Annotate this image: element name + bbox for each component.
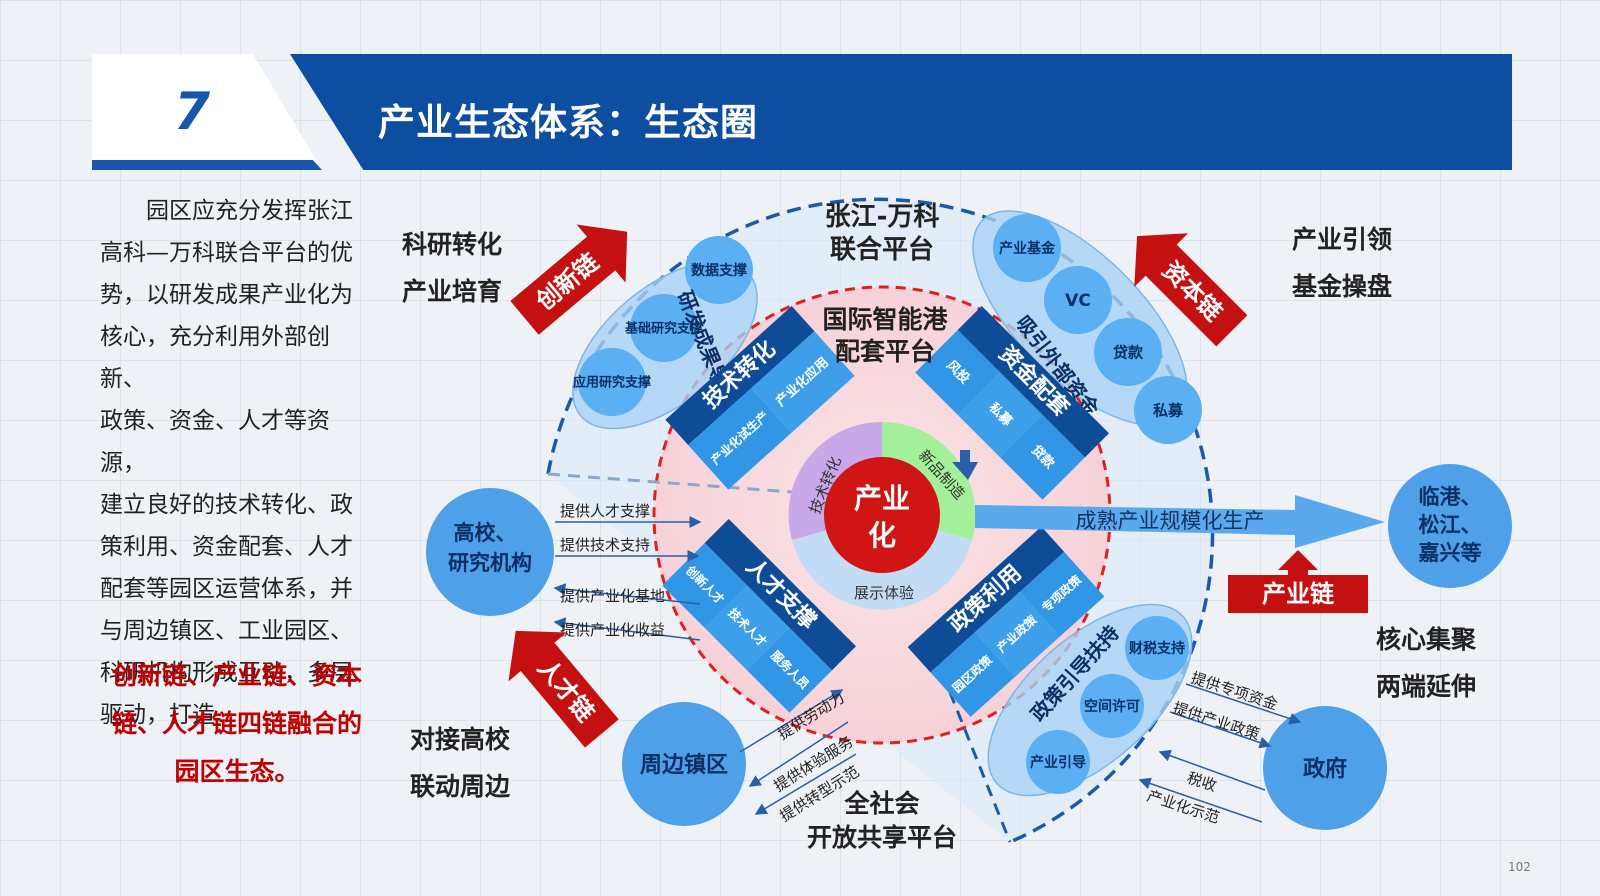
intro-line: 园区应充分发挥张江 bbox=[146, 198, 353, 224]
page-title: 产业生态体系：生态圈 bbox=[378, 101, 758, 144]
intro-line: 政策、资金、人才等资源， bbox=[100, 408, 330, 476]
entity-university bbox=[426, 488, 554, 616]
flow-arrow bbox=[1185, 683, 1302, 725]
bubble-label: 产业引导 bbox=[1030, 754, 1086, 771]
page-number: 102 bbox=[1508, 860, 1531, 874]
bubble-label: 应用研究支撑 bbox=[573, 375, 651, 391]
flow-arrow bbox=[754, 753, 857, 815]
entity-label: 临港、 bbox=[1419, 485, 1482, 509]
side-label: 科研转化 bbox=[402, 230, 502, 259]
entity-label: 政府 bbox=[1303, 756, 1347, 782]
bubble-label: 空间许可 bbox=[1084, 698, 1140, 715]
flow-label: 提供产业化收益 bbox=[560, 621, 665, 639]
core-label: 化 bbox=[868, 519, 896, 552]
entity-towns bbox=[622, 702, 746, 826]
bubble-industry-fund bbox=[993, 214, 1061, 282]
down-arrow-icon bbox=[952, 450, 978, 480]
bubble-loan bbox=[1094, 318, 1162, 386]
entity-external-parks bbox=[1388, 464, 1512, 588]
quadrant-policy: 政策利用 园区政策 产业政策 专项政策 bbox=[907, 526, 1105, 717]
entity-government bbox=[1263, 706, 1387, 830]
scale-production-arrow bbox=[975, 495, 1385, 548]
intro-line: 与周边镇区、工业园区、 bbox=[100, 618, 353, 644]
chain-industry-arrow: 产业链 bbox=[1228, 550, 1368, 613]
quadrant-talent: 人才支撑 创新人才 技术人才 服务人员 bbox=[662, 519, 856, 713]
bubble-label: 数据支撑 bbox=[691, 262, 747, 279]
entity-label: 研究机构 bbox=[448, 551, 532, 575]
section-number-stripe bbox=[92, 160, 322, 170]
entity-label: 松江、 bbox=[1419, 513, 1482, 537]
entity-label: 高校、 bbox=[454, 521, 517, 545]
core-center bbox=[824, 457, 940, 573]
intro-paragraph: 园区应充分发挥张江 高科—万科联合平台的优 势，以研发成果产业化为 核心，充分利… bbox=[100, 190, 372, 736]
flow-arrow bbox=[553, 583, 701, 605]
side-label: 两端延伸 bbox=[1376, 672, 1476, 701]
bubble-applied-research bbox=[578, 348, 646, 416]
intro-line: 核心，充分利用外部创新、 bbox=[100, 324, 330, 392]
side-label: 对接高校 bbox=[410, 725, 511, 754]
bubble-label: 私募 bbox=[1152, 402, 1184, 420]
bubble-label: 基础研究支撑 bbox=[624, 321, 703, 337]
flow-label: 税收 bbox=[1185, 769, 1219, 795]
chain-label: 产业链 bbox=[1262, 580, 1335, 608]
intro-line: 建立良好的技术转化、政 bbox=[100, 492, 353, 518]
flow-arrow bbox=[1169, 711, 1272, 749]
intro-line: 科研机构形成互动，多层 bbox=[100, 660, 353, 686]
entity-label: 周边镇区 bbox=[640, 753, 728, 778]
scale-production-label: 成熟产业规模化生产 bbox=[1076, 509, 1265, 533]
intro-line: 驱动，打造 bbox=[100, 702, 215, 728]
bubble-tax-support bbox=[1125, 616, 1189, 680]
platform-label: 联合平台 bbox=[830, 234, 934, 265]
core-segment-label: 展示体验 bbox=[854, 584, 914, 602]
highlight-line: 链、人才链四链融合的 bbox=[111, 709, 362, 738]
bubble-industry-guide bbox=[1026, 730, 1090, 794]
platform-label: 全社会 bbox=[843, 789, 919, 818]
side-label: 产业引领 bbox=[1292, 225, 1392, 254]
side-label: 核心集聚 bbox=[1376, 625, 1477, 654]
flow-label: 提供人才支撑 bbox=[560, 502, 650, 520]
bubble-private-equity bbox=[1134, 376, 1202, 444]
bubble-data-support bbox=[685, 236, 753, 304]
flow-label: 提供技术支持 bbox=[560, 536, 650, 554]
side-label: 联动周边 bbox=[410, 772, 511, 801]
intro-line: 配套等园区运营体系，并 bbox=[100, 576, 353, 602]
bubble-label: 产业基金 bbox=[999, 240, 1056, 257]
platform-label: 张江-万科 bbox=[825, 202, 940, 232]
flow-arrow bbox=[748, 721, 849, 787]
bubble-label: 财税支持 bbox=[1128, 640, 1185, 657]
section-number: 7 bbox=[173, 82, 211, 142]
bubble-label: VC bbox=[1065, 291, 1091, 311]
bubble-label: 贷款 bbox=[1113, 344, 1144, 362]
connector-line bbox=[547, 472, 793, 494]
entity-label: 嘉兴等 bbox=[1419, 541, 1482, 565]
title-band bbox=[290, 54, 1512, 170]
bubble-basic-research bbox=[630, 294, 698, 362]
bubble-space-permit bbox=[1080, 674, 1144, 738]
intro-line: 势，以研发成果产业化为 bbox=[100, 282, 353, 308]
highlight-line: 创新链、产业链、资本 bbox=[111, 661, 362, 690]
platform-label: 国际智能港 bbox=[822, 305, 948, 334]
flow-arrow bbox=[739, 689, 844, 753]
intro-line: 策利用、资金配套、人才 bbox=[100, 534, 353, 560]
intro-line: 高科—万科联合平台的优 bbox=[100, 240, 353, 266]
flow-arrow bbox=[553, 617, 701, 641]
flow-arrow bbox=[1158, 749, 1266, 791]
highlight-conclusion: 创新链、产业链、资本 链、人才链四链融合的 园区生态。 bbox=[96, 652, 378, 796]
flow-arrow bbox=[1138, 777, 1263, 823]
highlight-line: 园区生态。 bbox=[174, 757, 300, 786]
side-label: 基金操盘 bbox=[1292, 272, 1392, 301]
platform-label: 配套平台 bbox=[835, 337, 935, 366]
core-label: 产业 bbox=[854, 482, 910, 515]
bubble-vc bbox=[1044, 266, 1112, 334]
flow-label: 提供产业化基地 bbox=[560, 587, 665, 605]
connector-line bbox=[933, 654, 1012, 843]
side-label: 产业培育 bbox=[402, 277, 502, 306]
platform-label: 开放共享平台 bbox=[807, 823, 957, 852]
